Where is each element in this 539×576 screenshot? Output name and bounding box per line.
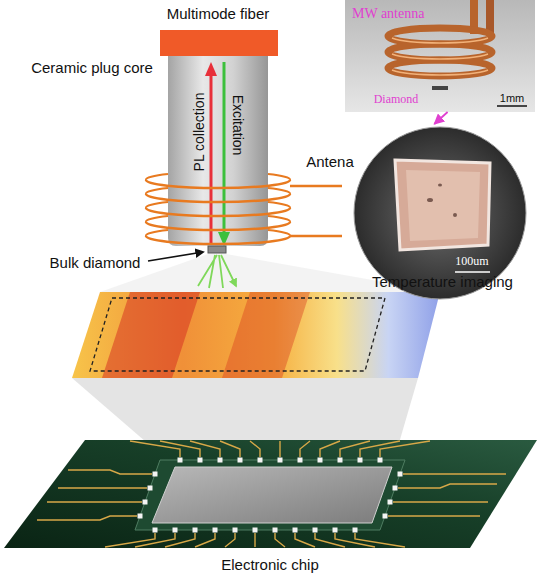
antenna-leads xyxy=(290,186,342,236)
dashed-region xyxy=(90,298,385,371)
antenna-photo xyxy=(345,0,535,112)
scale-bar xyxy=(497,105,527,107)
pad-ring xyxy=(135,460,405,530)
diamond-crystal xyxy=(395,160,490,250)
emission-rays xyxy=(198,255,236,288)
temperature-map xyxy=(72,292,440,378)
scale-label-holder: 100um xyxy=(455,255,488,269)
pl-arrowhead xyxy=(205,62,217,76)
copper-coil-turn xyxy=(388,60,492,76)
part-label-holder: Temperature imaging xyxy=(372,273,513,290)
coil-highlight xyxy=(392,38,488,75)
hot-band xyxy=(102,292,200,378)
part-label: Multimode fiber xyxy=(167,5,270,22)
chip-pads xyxy=(138,458,403,533)
part-label: Temperature imaging xyxy=(372,273,513,290)
diamond-leader-arrow xyxy=(148,252,203,261)
photo-diamond xyxy=(432,86,448,90)
hot-band xyxy=(222,292,310,378)
crystal-spots xyxy=(427,184,457,218)
photo-label-holder: MW antenna xyxy=(352,6,424,22)
part-label-holder: Antena xyxy=(306,153,354,170)
coil-lead xyxy=(486,0,494,34)
diamond-face xyxy=(406,170,480,241)
arrow-label: Excitation xyxy=(230,95,246,156)
photo-panel: MW antennaDiamond 1mm xyxy=(345,0,535,112)
photo-label-holder: Diamond xyxy=(374,93,419,107)
bulk-diamond xyxy=(208,246,226,253)
scale-label: 100um xyxy=(455,255,488,269)
photo-label: Diamond xyxy=(374,93,419,107)
scale-label-holder: 1mm xyxy=(500,92,524,105)
circuit-board xyxy=(4,440,537,548)
pointer-arrow xyxy=(434,112,447,124)
part-label-holder: Bulk diamond xyxy=(50,254,141,271)
arrow-label-holder: Excitation xyxy=(230,95,246,156)
antenna-coil-back xyxy=(146,174,290,236)
plug-core-node: Ceramic plug corePL collectionExcitation xyxy=(168,56,268,246)
arrow-label: PL collection xyxy=(191,93,207,172)
part-label: Antena xyxy=(306,153,354,170)
pl-arrow-shaft xyxy=(210,74,213,244)
chip-node: Electronic chip xyxy=(4,440,537,548)
fiber-node: Multimode fiber xyxy=(160,30,278,56)
ceramic-cylinder xyxy=(168,56,268,246)
arrow-label-holder: PL collection xyxy=(191,93,207,172)
antenna-coil xyxy=(146,180,290,244)
photo-label: MW antenna xyxy=(352,6,424,22)
part-label-holder: Electronic chip xyxy=(221,556,319,573)
excitation-arrow-shaft xyxy=(223,62,226,234)
part-label-holder: Multimode fiber xyxy=(167,5,270,22)
part-label: Electronic chip xyxy=(221,556,319,573)
part-label: Ceramic plug core xyxy=(31,59,153,76)
scale-bar xyxy=(455,271,490,273)
temperature-map-node: Temperature imaging xyxy=(72,292,440,378)
gold-traces xyxy=(37,441,506,547)
micrograph xyxy=(354,127,526,299)
scale-label: 1mm xyxy=(500,92,524,105)
fiber-bar xyxy=(160,30,278,56)
chip-die xyxy=(152,467,392,523)
part-label: Bulk diamond xyxy=(50,254,141,271)
micrograph-panel: 100um xyxy=(345,124,535,300)
part-label-holder: Ceramic plug core xyxy=(31,59,153,76)
